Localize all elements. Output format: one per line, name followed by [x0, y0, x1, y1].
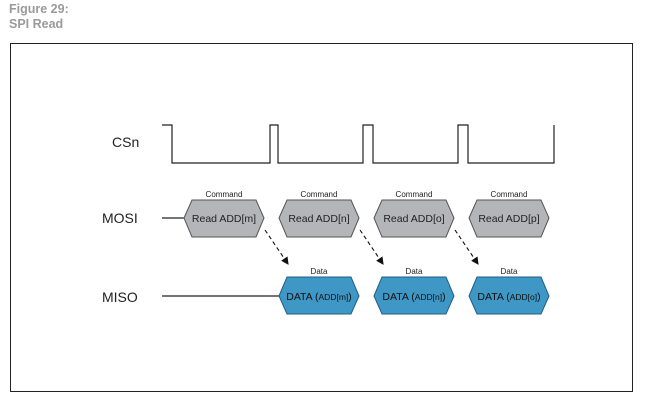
mosi-frame: Command Read ADD[p] [468, 190, 550, 238]
miso-frame: Data DATA (ADD[m]) [278, 267, 360, 315]
data-label: DATA (ADD[o]) [477, 291, 540, 303]
command-hexagon [373, 199, 455, 238]
data-hexagon [468, 276, 550, 315]
command-hexagon [183, 199, 265, 238]
mosi-frame: Command Read ADD[n] [278, 190, 360, 238]
command-header: Command [301, 190, 338, 199]
dashed-arrow [264, 229, 289, 265]
miso-label: MISO [102, 289, 138, 305]
command-header: Command [491, 190, 528, 199]
dashed-arrow [454, 229, 479, 265]
command-hexagon [278, 199, 360, 238]
command-label: Read ADD[n] [288, 213, 349, 225]
csn-label: CSn [112, 134, 139, 150]
data-label: DATA (ADD[m]) [286, 291, 352, 303]
data-label: DATA (ADD[n]) [382, 291, 445, 303]
data-header: Data [406, 267, 423, 276]
command-label: Read ADD[m] [192, 213, 256, 225]
mosi-label: MOSI [102, 210, 138, 226]
miso-frame: Data DATA (ADD[o]) [468, 267, 550, 315]
command-label: Read ADD[p] [478, 213, 539, 225]
figure-caption: Figure 29: SPI Read [9, 2, 69, 32]
diagram-frame [10, 43, 633, 392]
command-hexagon [468, 199, 550, 238]
data-hexagon [373, 276, 455, 315]
command-header: Command [396, 190, 433, 199]
data-header: Data [311, 267, 328, 276]
csn-waveform [162, 124, 555, 164]
mosi-frame: Command Read ADD[m] [183, 190, 265, 238]
miso-frame: Data DATA (ADD[n]) [373, 267, 455, 315]
mosi-frame: Command Read ADD[o] [373, 190, 455, 238]
data-header: Data [501, 267, 518, 276]
dashed-arrow [359, 229, 384, 265]
figure-title: SPI Read [9, 17, 64, 31]
command-header: Command [206, 190, 243, 199]
command-label: Read ADD[o] [383, 213, 444, 225]
figure-number: Figure 29: [9, 2, 69, 16]
data-hexagon [278, 276, 360, 315]
